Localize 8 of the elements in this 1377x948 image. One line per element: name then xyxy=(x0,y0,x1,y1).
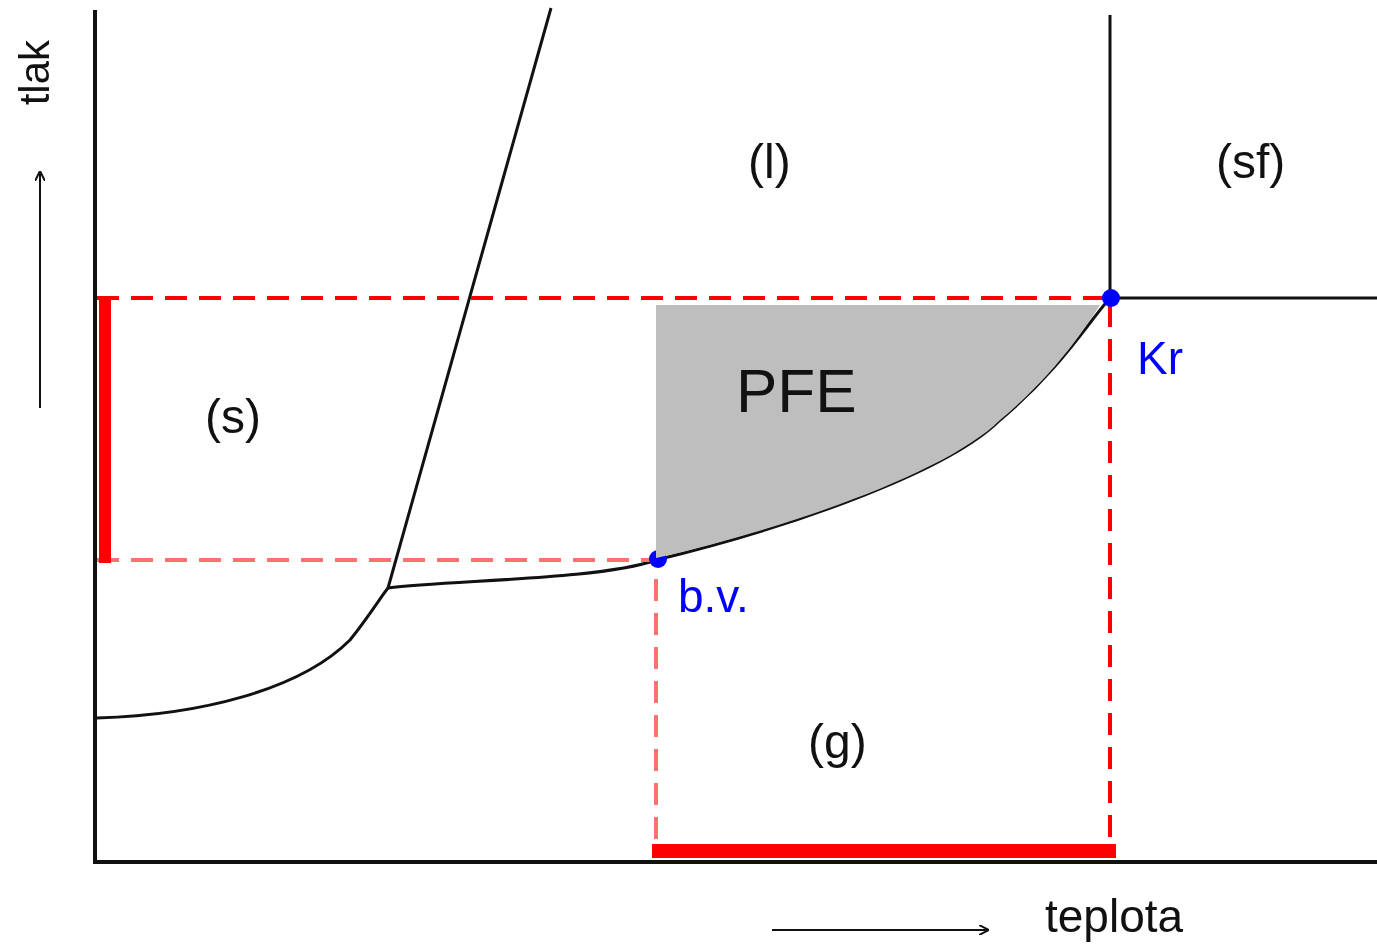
point-label: b.v. xyxy=(678,573,749,619)
axis-label: tlak xyxy=(14,40,56,106)
region-label: (sf) xyxy=(1216,138,1286,186)
point-label: Kr xyxy=(1137,335,1183,381)
region-label: PFE xyxy=(736,360,857,422)
region-label: (s) xyxy=(205,393,261,441)
region-label: (l) xyxy=(748,138,791,186)
region-label: (g) xyxy=(808,718,867,766)
